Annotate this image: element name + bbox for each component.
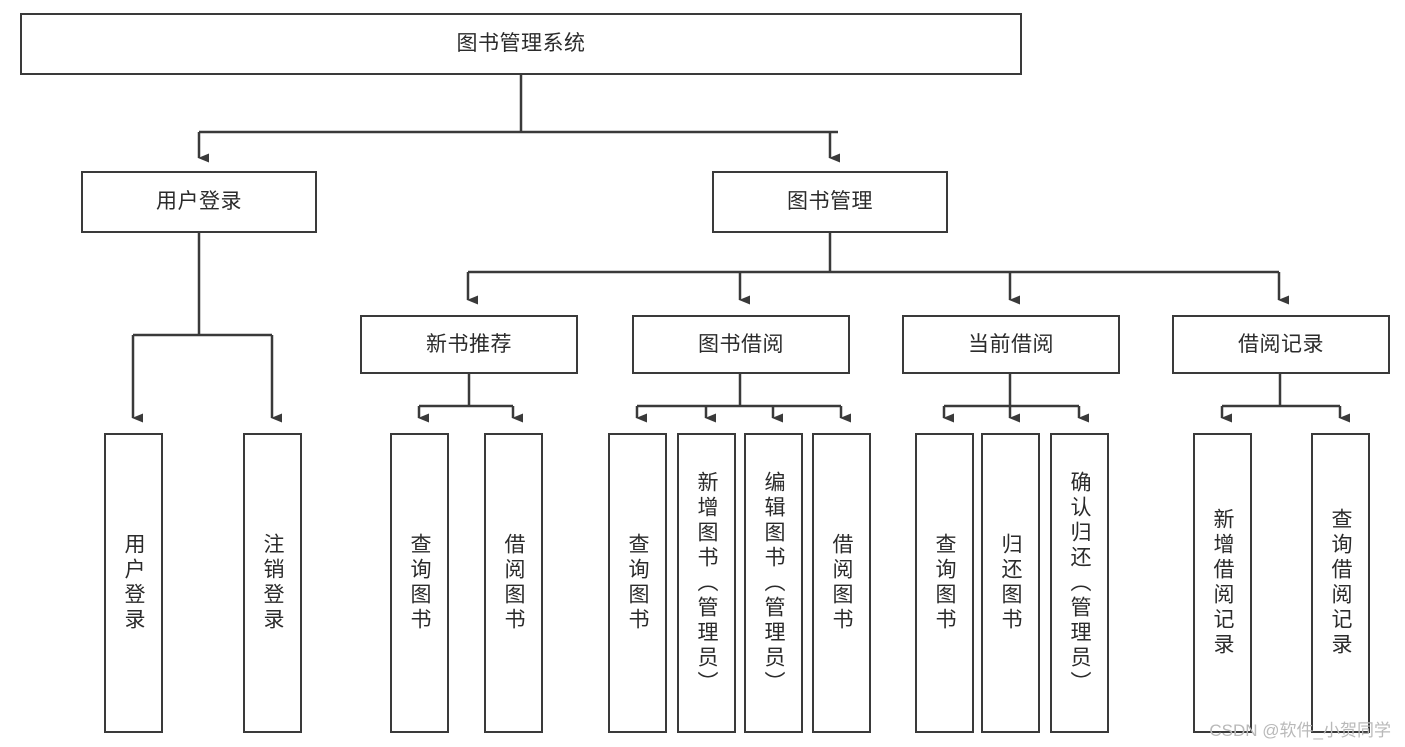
node-label: 当前借阅 [968,332,1054,356]
node-leaf-add-book-admin[interactable]: 新增图书（管理员） [677,433,736,733]
node-label: 归还图书 [999,533,1022,633]
node-leaf-confirm-return-admin[interactable]: 确认归还（管理员） [1050,433,1109,733]
node-leaf-query-borrow-record[interactable]: 查询借阅记录 [1311,433,1370,733]
node-leaf-add-borrow-record[interactable]: 新增借阅记录 [1193,433,1252,733]
node-leaf-query-book-current[interactable]: 查询图书 [915,433,974,733]
node-label: 图书借阅 [698,332,784,356]
node-label: 新增借阅记录 [1211,508,1234,658]
node-root-system[interactable]: 图书管理系统 [20,13,1022,75]
node-label: 借阅图书 [830,533,853,633]
node-label: 注销登录 [261,533,284,633]
node-label: 编辑图书（管理员） [762,470,785,696]
node-leaf-borrow-book[interactable]: 借阅图书 [812,433,871,733]
node-book-management[interactable]: 图书管理 [712,171,948,233]
node-label: 用户登录 [122,533,145,633]
node-leaf-query-book[interactable]: 查询图书 [608,433,667,733]
node-leaf-return-book[interactable]: 归还图书 [981,433,1040,733]
node-label: 借阅记录 [1238,332,1324,356]
node-label: 图书管理系统 [456,32,586,56]
node-label: 查询图书 [626,533,649,633]
node-label: 图书管理 [787,190,873,214]
node-label: 借阅图书 [502,533,525,633]
node-leaf-query-book-recommend[interactable]: 查询图书 [390,433,449,733]
node-label: 查询图书 [408,533,431,633]
node-label: 用户登录 [156,190,242,214]
node-leaf-user-login[interactable]: 用户登录 [104,433,163,733]
node-leaf-logout[interactable]: 注销登录 [243,433,302,733]
node-user-login[interactable]: 用户登录 [81,171,317,233]
node-label: 新增图书（管理员） [695,470,718,696]
node-new-book-recommend[interactable]: 新书推荐 [360,315,578,374]
node-book-borrow[interactable]: 图书借阅 [632,315,850,374]
node-leaf-borrow-book-recommend[interactable]: 借阅图书 [484,433,543,733]
node-label: 确认归还（管理员） [1068,470,1091,696]
node-label: 新书推荐 [426,332,512,356]
node-label: 查询借阅记录 [1329,508,1352,658]
node-borrow-record[interactable]: 借阅记录 [1172,315,1390,374]
node-label: 查询图书 [933,533,956,633]
node-leaf-edit-book-admin[interactable]: 编辑图书（管理员） [744,433,803,733]
node-current-borrow[interactable]: 当前借阅 [902,315,1120,374]
